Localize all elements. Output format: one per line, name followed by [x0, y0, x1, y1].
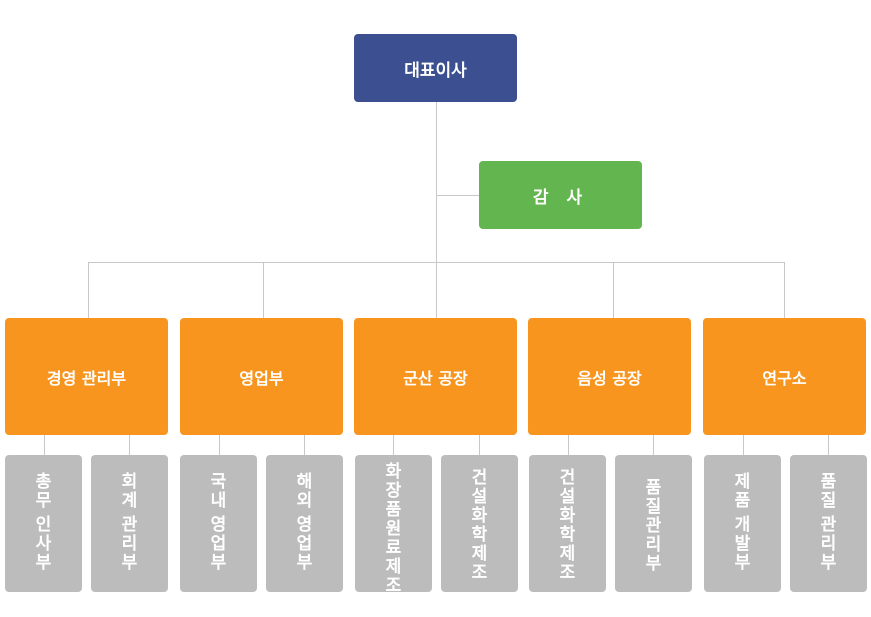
team-line: [219, 435, 220, 455]
team-line: [828, 435, 829, 455]
dept-horizontal-line: [88, 262, 785, 263]
dept-drop-line-5: [784, 262, 785, 318]
ceo-node: 대표이사: [354, 34, 517, 102]
audit-branch-line: [436, 195, 479, 196]
audit-node: 감 사: [479, 161, 642, 229]
team-line: [44, 435, 45, 455]
team-line: [393, 435, 394, 455]
team-line: [479, 435, 480, 455]
dept-drop-line-4: [613, 262, 614, 318]
dept-node-sales: 영업부: [180, 318, 343, 435]
dept-node-gunsan-plant: 군산 공장: [354, 318, 517, 435]
dept-node-management: 경영 관리부: [5, 318, 168, 435]
dept-node-eumseong-plant: 음성 공장: [528, 318, 691, 435]
team-line: [743, 435, 744, 455]
ceo-trunk-line: [436, 102, 437, 318]
dept-drop-line-1: [88, 262, 89, 318]
team-line: [568, 435, 569, 455]
team-line: [653, 435, 654, 455]
team-line: [129, 435, 130, 455]
dept-drop-line-2: [263, 262, 264, 318]
dept-node-research: 연구소: [703, 318, 866, 435]
team-line: [304, 435, 305, 455]
